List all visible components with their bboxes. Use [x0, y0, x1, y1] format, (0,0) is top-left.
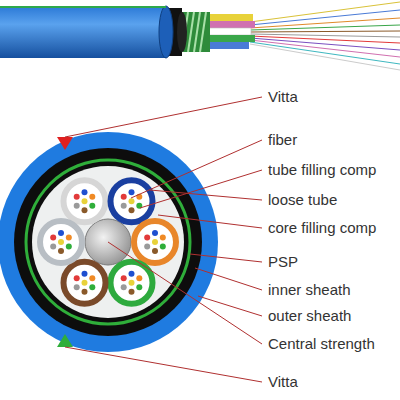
- loose-tube: [40, 221, 82, 263]
- part-label: PSP: [268, 253, 298, 271]
- fiber-fan: [250, 2, 400, 70]
- loose-tubes-side: [205, 14, 255, 49]
- part-label: Central strength: [268, 335, 375, 353]
- cable-cross-section: [0, 132, 218, 352]
- tube-side: [205, 28, 251, 35]
- leader-line: [108, 242, 262, 344]
- fiber-bundle: [121, 189, 143, 213]
- inner-sheath-edge: [177, 12, 187, 52]
- fiber-strand: [250, 31, 400, 32]
- fiber-bundle: [74, 271, 96, 295]
- part-label: inner sheath: [268, 281, 351, 299]
- outer-sheath-edge: [159, 6, 173, 58]
- leader-line: [131, 140, 262, 198]
- part-label: core filling comp: [268, 219, 376, 237]
- leader-line: [65, 347, 262, 382]
- part-label: tube filling comp: [268, 161, 376, 179]
- leader-lines: [65, 97, 262, 382]
- vitta-marker: [57, 334, 73, 347]
- outer-sheath-side: [0, 6, 166, 58]
- leader-line: [150, 190, 262, 200]
- part-label: outer sheath: [268, 307, 351, 325]
- leader-line: [158, 215, 262, 228]
- loose-tube: [64, 262, 106, 304]
- vitta-stripe-side: [0, 6, 166, 8]
- fiber-bundle: [50, 230, 72, 254]
- part-label: fiber: [268, 131, 297, 149]
- part-label: Vitta: [268, 88, 298, 106]
- leader-line: [140, 170, 262, 208]
- loose-tube: [111, 180, 153, 222]
- leader-line: [65, 97, 262, 137]
- tube-side: [205, 35, 255, 42]
- vitta-marker: [57, 137, 73, 150]
- helix-wire: [194, 12, 200, 52]
- fiber-bundle: [121, 271, 143, 295]
- leader-line: [195, 268, 262, 290]
- tube-side: [205, 42, 249, 49]
- fiber-strand: [250, 44, 400, 70]
- part-label: Vitta: [268, 373, 298, 391]
- fiber-strand: [250, 18, 400, 28]
- tube-side: [205, 14, 253, 21]
- leader-line: [198, 296, 262, 316]
- loose-tube: [111, 262, 153, 304]
- loose-tube: [64, 180, 106, 222]
- outer-sheath: [0, 132, 218, 352]
- fiber-strand: [250, 42, 400, 64]
- fiber-bundle: [74, 189, 96, 213]
- fiber-strand: [250, 25, 400, 30]
- loose-tube: [134, 221, 176, 263]
- part-label: loose tube: [268, 191, 337, 209]
- leader-line: [190, 254, 262, 262]
- helix-wire: [200, 12, 206, 52]
- helix-wire: [188, 12, 194, 52]
- fiber-bundle: [144, 230, 166, 254]
- tube-side: [205, 21, 255, 28]
- cable-side-view: [0, 2, 400, 70]
